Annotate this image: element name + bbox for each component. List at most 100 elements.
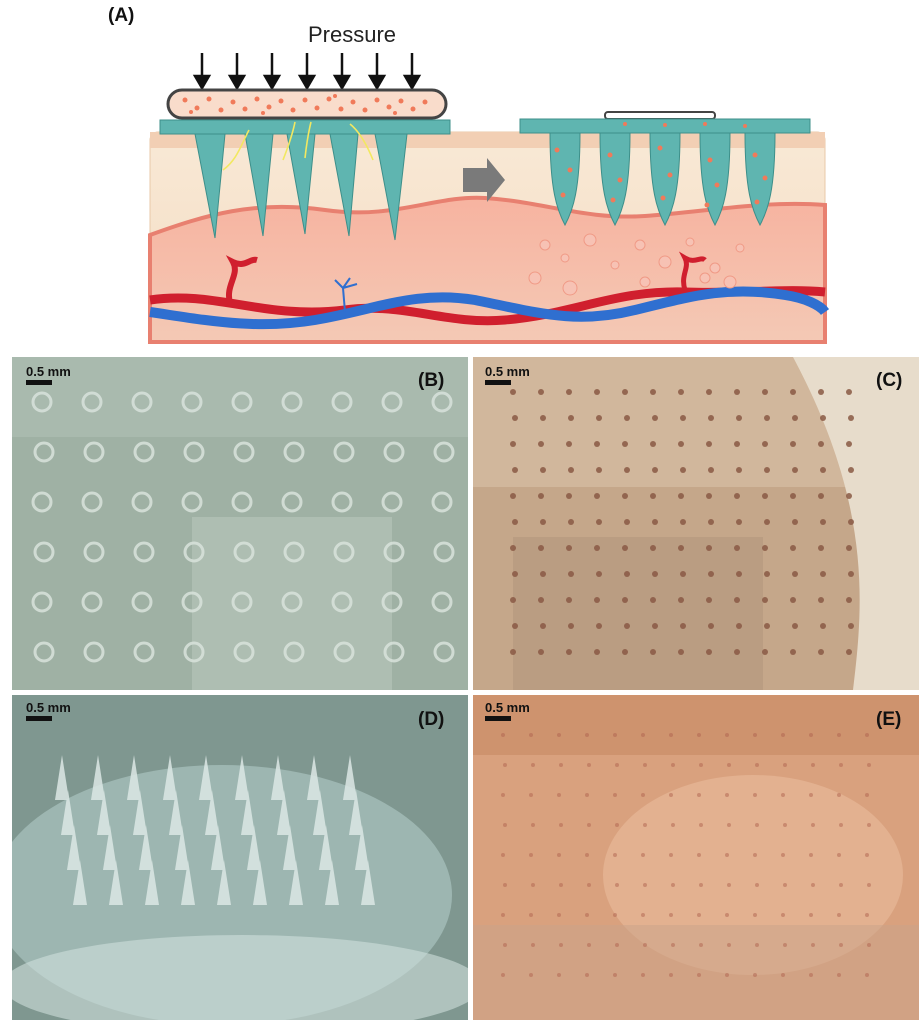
puncture-mark bbox=[867, 823, 871, 827]
puncture-mark bbox=[727, 763, 731, 767]
puncture-mark bbox=[678, 389, 684, 395]
puncture-mark bbox=[790, 441, 796, 447]
puncture-mark bbox=[501, 733, 505, 737]
puncture-mark bbox=[538, 649, 544, 655]
puncture-mark bbox=[820, 415, 826, 421]
puncture-mark bbox=[708, 623, 714, 629]
puncture-mark bbox=[587, 883, 591, 887]
puncture-mark bbox=[783, 883, 787, 887]
puncture-mark bbox=[865, 733, 869, 737]
puncture-mark bbox=[512, 415, 518, 421]
puncture-mark bbox=[512, 467, 518, 473]
puncture-mark bbox=[650, 545, 656, 551]
puncture-mark bbox=[652, 623, 658, 629]
puncture-mark bbox=[837, 913, 841, 917]
puncture-mark bbox=[755, 823, 759, 827]
puncture-mark bbox=[818, 493, 824, 499]
puncture-mark bbox=[587, 763, 591, 767]
puncture-mark bbox=[734, 493, 740, 499]
puncture-mark bbox=[624, 623, 630, 629]
puncture-mark bbox=[671, 883, 675, 887]
puncture-mark bbox=[846, 597, 852, 603]
puncture-mark bbox=[764, 519, 770, 525]
puncture-mark bbox=[678, 441, 684, 447]
puncture-mark bbox=[585, 973, 589, 977]
puncture-mark bbox=[652, 571, 658, 577]
puncture-mark bbox=[680, 571, 686, 577]
puncture-mark bbox=[566, 441, 572, 447]
puncture-mark bbox=[671, 943, 675, 947]
puncture-mark bbox=[501, 913, 505, 917]
puncture-mark bbox=[566, 493, 572, 499]
puncture-mark bbox=[622, 597, 628, 603]
puncture-mark bbox=[783, 943, 787, 947]
puncture-mark bbox=[643, 943, 647, 947]
puncture-mark bbox=[503, 763, 507, 767]
puncture-mark bbox=[762, 493, 768, 499]
puncture-mark bbox=[809, 913, 813, 917]
puncture-mark bbox=[540, 571, 546, 577]
puncture-mark bbox=[753, 853, 757, 857]
puncture-mark bbox=[641, 733, 645, 737]
puncture-mark bbox=[671, 823, 675, 827]
puncture-mark bbox=[594, 493, 600, 499]
puncture-mark bbox=[652, 467, 658, 473]
puncture-mark bbox=[557, 793, 561, 797]
puncture-mark bbox=[680, 415, 686, 421]
puncture-mark bbox=[568, 519, 574, 525]
puncture-mark bbox=[837, 973, 841, 977]
puncture-mark bbox=[652, 519, 658, 525]
puncture-mark bbox=[792, 571, 798, 577]
puncture-mark bbox=[811, 883, 815, 887]
puncture-mark bbox=[531, 823, 535, 827]
microneedle-schematic: Pressure bbox=[145, 20, 835, 345]
puncture-mark bbox=[781, 853, 785, 857]
photo-panel-c bbox=[473, 357, 919, 690]
puncture-mark bbox=[669, 973, 673, 977]
puncture-mark bbox=[706, 493, 712, 499]
scale-label-c: 0.5 mm bbox=[485, 364, 530, 379]
panel-a-label: (A) bbox=[108, 5, 134, 27]
puncture-mark bbox=[706, 389, 712, 395]
puncture-mark bbox=[753, 793, 757, 797]
puncture-mark bbox=[596, 467, 602, 473]
puncture-mark bbox=[783, 763, 787, 767]
scale-bar-d: 0.5 mm bbox=[26, 700, 71, 721]
puncture-mark bbox=[839, 823, 843, 827]
puncture-mark bbox=[624, 571, 630, 577]
puncture-mark bbox=[510, 545, 516, 551]
puncture-mark bbox=[540, 467, 546, 473]
puncture-mark bbox=[818, 649, 824, 655]
puncture-mark bbox=[641, 793, 645, 797]
puncture-mark bbox=[762, 389, 768, 395]
puncture-mark bbox=[792, 519, 798, 525]
puncture-mark bbox=[865, 913, 869, 917]
puncture-mark bbox=[557, 733, 561, 737]
puncture-mark bbox=[538, 441, 544, 447]
puncture-mark bbox=[669, 853, 673, 857]
puncture-mark bbox=[736, 467, 742, 473]
puncture-mark bbox=[706, 649, 712, 655]
puncture-mark bbox=[596, 519, 602, 525]
puncture-mark bbox=[538, 389, 544, 395]
puncture-mark bbox=[734, 441, 740, 447]
puncture-mark bbox=[811, 823, 815, 827]
puncture-mark bbox=[697, 913, 701, 917]
puncture-mark bbox=[865, 973, 869, 977]
puncture-mark bbox=[725, 853, 729, 857]
panel-e-label: (E) bbox=[876, 709, 901, 731]
puncture-mark bbox=[680, 519, 686, 525]
puncture-mark bbox=[624, 519, 630, 525]
puncture-mark bbox=[680, 467, 686, 473]
puncture-mark bbox=[529, 733, 533, 737]
puncture-mark bbox=[762, 441, 768, 447]
puncture-mark bbox=[792, 467, 798, 473]
puncture-mark bbox=[848, 415, 854, 421]
puncture-mark bbox=[641, 973, 645, 977]
puncture-mark bbox=[809, 973, 813, 977]
puncture-mark bbox=[529, 853, 533, 857]
puncture-mark bbox=[764, 571, 770, 577]
puncture-mark bbox=[727, 883, 731, 887]
puncture-mark bbox=[643, 763, 647, 767]
puncture-mark bbox=[650, 649, 656, 655]
